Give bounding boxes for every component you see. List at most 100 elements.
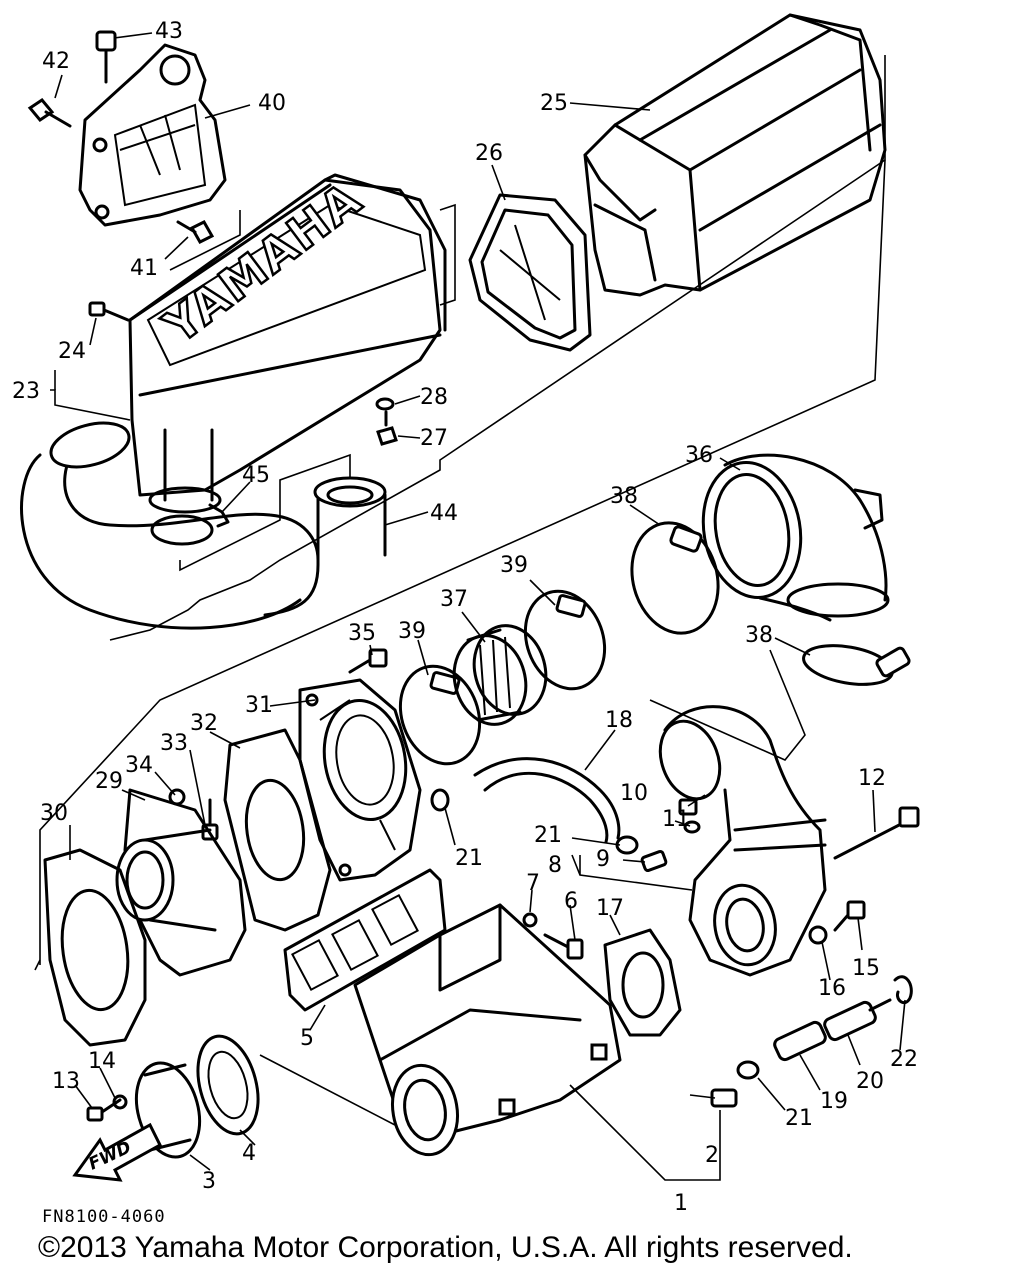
callout-38-b: 38 (745, 623, 773, 648)
part-41-bolt (176, 220, 215, 244)
part-19-hose (773, 1020, 827, 1062)
callout-5: 5 (300, 1026, 314, 1051)
part-38-clamp-upper (630, 521, 720, 635)
callout-22: 22 (890, 1047, 918, 1072)
part-30-gasket (43, 848, 147, 1047)
callout-39-b: 39 (398, 619, 426, 644)
callout-3: 3 (202, 1169, 216, 1194)
callout-30: 30 (40, 801, 68, 826)
part-29-plate (115, 788, 247, 977)
part-37-rubber-joint (452, 624, 548, 726)
callout-34: 34 (125, 753, 153, 778)
part-45-clamp (208, 503, 230, 528)
callout-1: 1 (674, 1191, 688, 1216)
callout-11: 11 (662, 807, 690, 832)
part-21-clamp-a (430, 788, 450, 812)
drawing-code: FN8100-4060 (42, 1207, 166, 1227)
assembly-boundary-lines (34, 55, 886, 971)
part-23-muffler-housing: YAMAHA (128, 170, 447, 546)
callout-12: 12 (858, 766, 886, 791)
leader-lines (50, 32, 906, 1181)
callout-23: 23 (12, 379, 40, 404)
callout-37: 37 (440, 587, 468, 612)
part-22-clip (893, 975, 913, 1005)
part-24-bolt (88, 301, 130, 322)
part-7-washer (522, 912, 538, 928)
callout-8: 8 (548, 853, 562, 878)
part-11-washer (683, 820, 701, 834)
callout-9: 9 (596, 847, 610, 872)
part-39-clamp-right (523, 589, 607, 691)
part-13-bolt (86, 1098, 122, 1122)
callout-4: 4 (242, 1141, 256, 1166)
part-8-exhaust-pipe (658, 705, 827, 977)
part-21-clamp-c (736, 1060, 760, 1080)
part-28-washer (375, 397, 395, 411)
callout-18: 18 (605, 708, 633, 733)
callout-21-b: 21 (534, 823, 562, 848)
part-5-gasket (283, 868, 447, 1012)
callout-45: 45 (242, 463, 270, 488)
callout-31: 31 (245, 693, 273, 718)
part-2-fitting (710, 1088, 738, 1108)
part-42-bolt (27, 98, 72, 128)
part-4-gasket (196, 1034, 260, 1136)
callout-41: 41 (130, 256, 158, 281)
part-6-bolt (543, 933, 584, 960)
part-15-bolt (833, 900, 866, 932)
callout-33: 33 (160, 731, 188, 756)
part-17-gasket (603, 928, 682, 1037)
callout-25: 25 (540, 91, 568, 116)
callout-26: 26 (475, 141, 503, 166)
callout-6: 6 (564, 889, 578, 914)
part-38-clamp-lower (802, 644, 911, 686)
callout-38-a: 38 (610, 484, 638, 509)
part-20-hose (823, 998, 892, 1042)
callout-14: 14 (88, 1049, 116, 1074)
part-26-gasket (468, 193, 592, 352)
callout-16: 16 (818, 976, 846, 1001)
callout-labels: 1 2 3 4 5 6 7 8 9 10 11 12 13 14 15 16 1… (12, 19, 918, 1216)
callout-32: 32 (190, 711, 218, 736)
callout-44: 44 (430, 501, 458, 526)
callout-13: 13 (52, 1069, 80, 1094)
callout-19: 19 (820, 1089, 848, 1114)
callout-7: 7 (526, 871, 540, 896)
callout-17: 17 (596, 896, 624, 921)
fwd-arrow: FWD (72, 1122, 162, 1182)
part-27-bolt (376, 410, 398, 446)
callout-10: 10 (620, 781, 648, 806)
callout-20: 20 (856, 1069, 884, 1094)
part-31-manifold-cover (298, 678, 422, 882)
callout-36: 36 (685, 443, 713, 468)
callout-24: 24 (58, 339, 86, 364)
part-32-gasket (223, 728, 332, 932)
part-14-washer (112, 1094, 128, 1110)
callout-40: 40 (258, 91, 286, 116)
callout-39-a: 39 (500, 553, 528, 578)
part-9-fitting (640, 850, 668, 872)
callout-21-c: 21 (785, 1106, 813, 1131)
callout-15: 15 (852, 956, 880, 981)
part-43-bolt (95, 30, 117, 84)
callout-2: 2 (705, 1143, 719, 1168)
part-39-clamp-left (398, 664, 482, 766)
part-25-silencer (583, 13, 887, 297)
part-1-exhaust-manifold (353, 903, 622, 1157)
part-12-bolt (833, 806, 920, 860)
callout-27: 27 (420, 426, 448, 451)
part-35-bolt (348, 648, 388, 674)
part-36-elbow (701, 453, 890, 622)
callout-42: 42 (42, 49, 70, 74)
part-18-hose (473, 757, 621, 844)
callout-43: 43 (155, 19, 183, 44)
copyright-notice: ©2013 Yamaha Motor Corporation, U.S.A. A… (38, 1231, 853, 1264)
part-44-elbow-pipe (20, 421, 387, 630)
part-40-mount-bracket (78, 43, 227, 227)
part-16-washer (808, 925, 828, 945)
callout-28: 28 (420, 385, 448, 410)
callout-35: 35 (348, 621, 376, 646)
callout-21-a: 21 (455, 846, 483, 871)
callout-29: 29 (95, 769, 123, 794)
